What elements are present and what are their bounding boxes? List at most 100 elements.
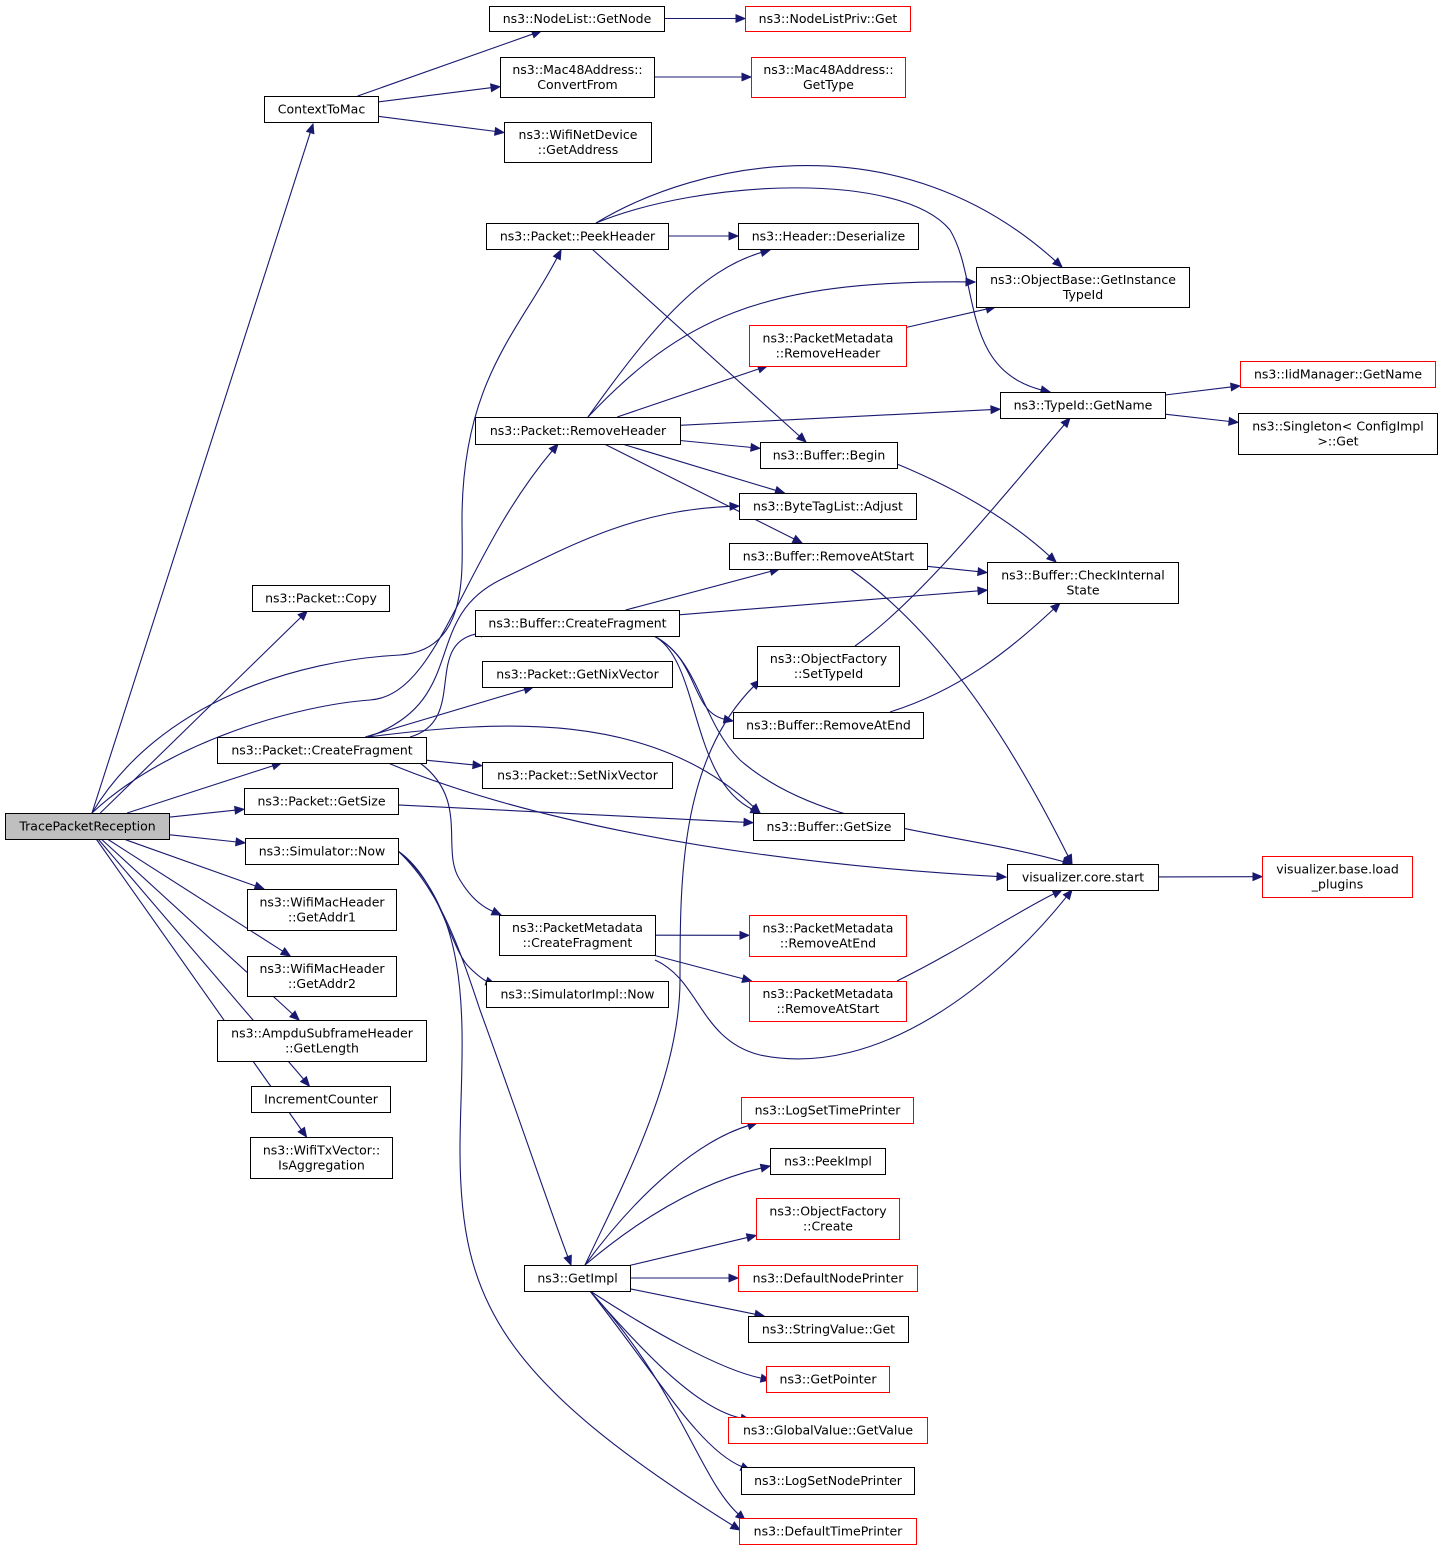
node-bcf[interactable]: ns3::Buffer::CreateFragment bbox=[475, 610, 680, 637]
node-box bbox=[749, 325, 907, 367]
node-sinow[interactable]: ns3::SimulatorImpl::Now bbox=[486, 981, 669, 1008]
node-tign[interactable]: ns3::TypeId::GetName bbox=[1000, 392, 1166, 419]
node-nlgn[interactable]: ns3::NodeList::GetNode bbox=[489, 6, 665, 32]
node-bgs[interactable]: ns3::Buffer::GetSize bbox=[753, 813, 905, 841]
edge-prh-to-obgit bbox=[587, 277, 977, 418]
edge-line bbox=[91, 131, 312, 814]
node-pgs[interactable]: ns3::Packet::GetSize bbox=[244, 788, 399, 815]
node-brae[interactable]: ns3::Buffer::RemoveAtEnd bbox=[733, 712, 924, 739]
node-vcs[interactable]: visualizer.core.start bbox=[1007, 864, 1159, 891]
edge-line bbox=[678, 590, 980, 616]
node-snow[interactable]: ns3::Simulator::Now bbox=[245, 838, 399, 865]
edge-pcf-to-btla bbox=[367, 501, 741, 738]
node-label: ns3::Buffer::CreateFragment bbox=[488, 616, 666, 631]
edge-root-to-wmga2 bbox=[107, 838, 292, 957]
node-pcf[interactable]: ns3::Packet::CreateFragment bbox=[217, 737, 427, 764]
node-ofc[interactable]: ns3::ObjectFactory::Create bbox=[756, 1198, 900, 1240]
node-nlpg[interactable]: ns3::NodeListPriv::Get bbox=[745, 6, 911, 32]
node-pgnv[interactable]: ns3::Packet::GetNixVector bbox=[482, 661, 673, 688]
node-pmcf[interactable]: ns3::PacketMetadata::CreateFragment bbox=[499, 915, 656, 956]
node-wndga[interactable]: ns3::WifiNetDevice::GetAddress bbox=[504, 122, 652, 163]
node-lstp[interactable]: ns3::LogSetTimePrinter bbox=[741, 1097, 914, 1124]
edge-snow-to-sinow bbox=[397, 850, 497, 986]
edge-line bbox=[587, 251, 763, 418]
edge-pcf-to-psnv bbox=[425, 759, 484, 770]
node-ctm[interactable]: ContextToMac bbox=[264, 96, 379, 123]
edge-arrowhead bbox=[745, 1233, 758, 1243]
edge-gimpl-to-dtp bbox=[589, 1290, 746, 1521]
node-wmga1[interactable]: ns3::WifiMacHeader::GetAddr1 bbox=[247, 889, 397, 931]
edge-line bbox=[595, 187, 1043, 391]
node-svg[interactable]: ns3::StringValue::Get bbox=[748, 1316, 909, 1343]
edge-m48cf-to-m48gt bbox=[654, 72, 753, 82]
node-label: ::SetTypeId bbox=[794, 666, 863, 681]
edge-arrowhead bbox=[965, 277, 977, 287]
node-box bbox=[489, 6, 665, 32]
edge-arrowhead bbox=[1051, 889, 1064, 899]
node-label: ns3::Header::Deserialize bbox=[752, 229, 906, 244]
edge-gimpl-to-svg bbox=[629, 1288, 766, 1319]
edge-arrowhead bbox=[235, 837, 247, 847]
edge-arrowhead bbox=[548, 443, 559, 455]
node-pmrh[interactable]: ns3::PacketMetadata::RemoveHeader bbox=[749, 325, 907, 367]
node-gimpl[interactable]: ns3::GetImpl bbox=[524, 1265, 631, 1292]
node-iigm[interactable]: ns3::IidManager::GetName bbox=[1240, 361, 1436, 388]
edge-pmcf-to-pmras bbox=[652, 954, 753, 983]
edge-arrowhead bbox=[795, 432, 807, 443]
node-label: GetType bbox=[803, 77, 854, 92]
node-bras[interactable]: ns3::Buffer::RemoveAtStart bbox=[729, 543, 928, 570]
node-pmras[interactable]: ns3::PacketMetadata::RemoveAtStart bbox=[749, 981, 907, 1022]
node-label: ::RemoveAtEnd bbox=[780, 936, 876, 951]
node-box bbox=[486, 981, 669, 1008]
node-wtvia[interactable]: ns3::WifiTxVector::IsAggregation bbox=[250, 1137, 393, 1179]
edge-arrowhead bbox=[729, 1521, 742, 1531]
node-ashgl[interactable]: ns3::AmpduSubframeHeader::GetLength bbox=[217, 1020, 427, 1062]
node-btla[interactable]: ns3::ByteTagList::Adjust bbox=[739, 493, 917, 520]
node-box bbox=[524, 1265, 631, 1292]
node-label: ns3::PacketMetadata bbox=[763, 921, 894, 936]
node-pmrae[interactable]: ns3::PacketMetadata::RemoveAtEnd bbox=[749, 915, 907, 957]
node-bbeg[interactable]: ns3::Buffer::Begin bbox=[760, 442, 898, 469]
node-m48cf[interactable]: ns3::Mac48Address::ConvertFrom bbox=[500, 57, 655, 98]
node-root[interactable]: TracePacketReception bbox=[5, 813, 170, 840]
edge-line bbox=[654, 895, 1068, 1060]
function-nodes: TracePacketReception ContextToMac ns3::Nod… bbox=[5, 6, 1438, 1545]
node-box bbox=[728, 1417, 928, 1444]
edge-arrowhead bbox=[735, 13, 747, 24]
edge-root-to-pgs bbox=[168, 805, 246, 818]
node-wmga2[interactable]: ns3::WifiMacHeader::GetAddr2 bbox=[247, 956, 397, 997]
node-label: IncrementCounter bbox=[264, 1092, 379, 1107]
node-hdes[interactable]: ns3::Header::Deserialize bbox=[738, 223, 919, 250]
node-box bbox=[1240, 361, 1436, 388]
node-m48gt[interactable]: ns3::Mac48Address::GetType bbox=[751, 57, 906, 98]
edge-arrowhead bbox=[297, 610, 309, 621]
edge-arrowhead bbox=[1230, 382, 1242, 392]
node-gvgv[interactable]: ns3::GlobalValue::GetValue bbox=[728, 1417, 928, 1444]
edge-line bbox=[589, 1290, 763, 1379]
node-prh[interactable]: ns3::Packet::RemoveHeader bbox=[475, 417, 681, 445]
edge-line bbox=[591, 248, 801, 438]
node-ofst[interactable]: ns3::ObjectFactory::SetTypeId bbox=[757, 646, 900, 687]
node-incc[interactable]: IncrementCounter bbox=[251, 1086, 391, 1113]
edge-pmrh-to-obgit bbox=[905, 304, 997, 329]
node-dnp[interactable]: ns3::DefaultNodePrinter bbox=[738, 1265, 918, 1292]
node-label: ns3::Buffer::RemoveAtStart bbox=[743, 549, 915, 564]
node-box bbox=[244, 788, 399, 815]
node-lsnp[interactable]: ns3::LogSetNodePrinter bbox=[741, 1467, 915, 1495]
edge-ctm-to-m48cf bbox=[377, 83, 502, 103]
node-pph[interactable]: ns3::Packet::PeekHeader bbox=[486, 223, 669, 250]
node-pcopy[interactable]: ns3::Packet::Copy bbox=[252, 585, 390, 612]
node-sgtn[interactable]: ns3::Singleton< ConfigImpl>::Get bbox=[1238, 413, 1438, 455]
node-box bbox=[475, 417, 681, 445]
node-psnv[interactable]: ns3::Packet::SetNixVector bbox=[482, 762, 673, 789]
node-box bbox=[749, 915, 907, 957]
node-vblp[interactable]: visualizer.base.load_plugins bbox=[1262, 856, 1413, 898]
edge-tign-to-sgtn bbox=[1164, 413, 1240, 426]
node-dtp[interactable]: ns3::DefaultTimePrinter bbox=[739, 1518, 917, 1545]
node-box bbox=[245, 838, 399, 865]
node-peek[interactable]: ns3::PeekImpl bbox=[770, 1148, 886, 1175]
edge-arrowhead bbox=[749, 804, 762, 814]
node-gptr[interactable]: ns3::GetPointer bbox=[766, 1366, 890, 1393]
